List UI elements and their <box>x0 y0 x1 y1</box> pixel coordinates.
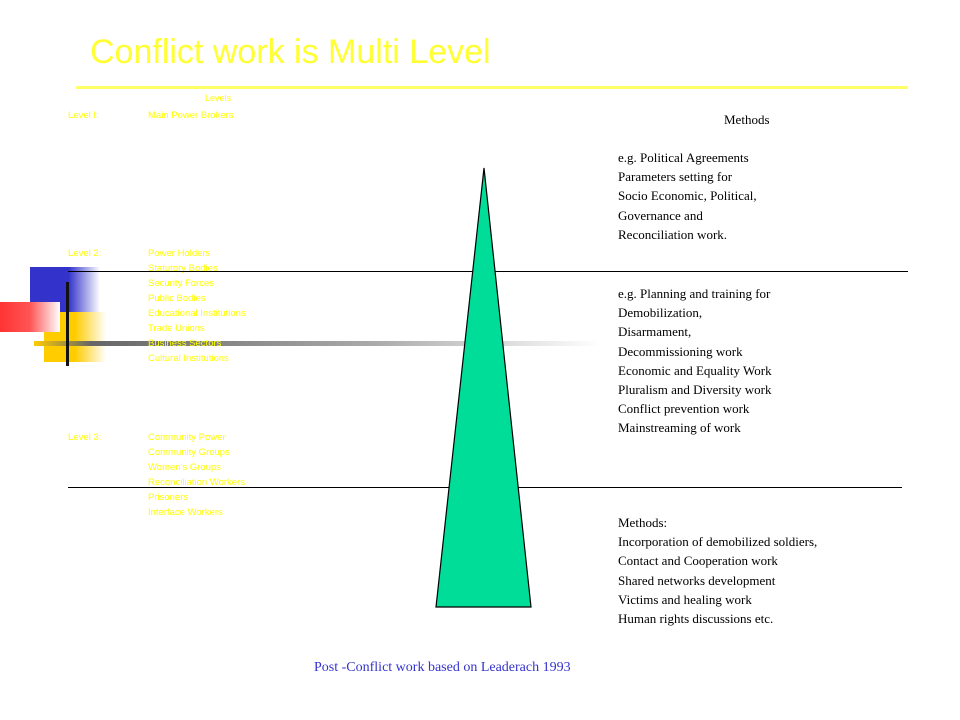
level-item: Business Sectors <box>148 338 222 349</box>
method-item: Human rights discussions etc. <box>618 611 774 627</box>
method-item: Economic and Equality Work <box>618 362 772 378</box>
method-item: e.g. Planning and training for <box>618 286 771 301</box>
level-item: Power Holders <box>148 248 211 259</box>
methods-block-level-2: e.g. Planning and training for Demobiliz… <box>618 284 772 438</box>
level-item: Main Power Brokers <box>148 110 234 121</box>
color-blocks-decoration-icon <box>0 267 600 366</box>
methods-block-level-1: e.g. Political Agreements Parameters set… <box>618 148 757 244</box>
title-underline <box>76 86 908 89</box>
method-item: Pluralism and Diversity work <box>618 382 772 398</box>
method-item: Methods: <box>618 515 668 530</box>
level-item: Public Bodies <box>148 293 206 304</box>
level-item: Trade Unions <box>148 323 205 334</box>
level-item: Statutory Bodies <box>148 263 218 274</box>
method-item: Contact and Cooperation work <box>618 553 778 569</box>
method-item: Parameters setting for <box>618 169 733 185</box>
level-3-items: Community Power Community Groups Women's… <box>148 430 245 520</box>
level-1-items: Main Power Brokers <box>148 108 234 123</box>
level-item: Prisoners <box>148 492 189 503</box>
method-item: Victims and healing work <box>618 591 752 607</box>
level-item: Community Groups <box>148 447 230 458</box>
methods-block-level-3: Methods: Incorporation of demobilized so… <box>618 513 817 628</box>
level-item: Reconciliation Workers <box>148 477 245 488</box>
level-separator-line <box>68 271 908 272</box>
method-item: Demobilization, <box>618 305 703 321</box>
slide-footer: Post -Conflict work based on Leaderach 1… <box>314 660 571 675</box>
method-item: Disarmament, <box>618 324 692 340</box>
method-item: e.g. Political Agreements <box>618 150 749 165</box>
method-item: Decommissioning work <box>618 343 743 359</box>
level-separator-line <box>68 487 902 488</box>
methods-heading: Methods <box>724 112 770 127</box>
levels-heading: Levels <box>205 93 232 103</box>
method-item: Mainstreaming of work <box>618 420 741 436</box>
method-item: Socio Economic, Political, <box>618 188 757 204</box>
level-2-label: Level 2: <box>68 248 102 259</box>
method-item: Governance and <box>618 207 703 223</box>
method-item: Incorporation of demobilized soldiers, <box>618 534 818 550</box>
level-item: Interface Workers <box>148 507 223 518</box>
method-item: Reconciliation work. <box>618 226 728 242</box>
level-item: Women's Groups <box>148 462 221 473</box>
level-item: Community Power <box>148 432 226 443</box>
level-item: Cultural Institutions <box>148 353 229 364</box>
level-item: Educational Institutions <box>148 308 246 319</box>
level-1-label: Level I: <box>68 110 99 121</box>
method-item: Shared networks development <box>618 572 776 588</box>
slide-title: Conflict work is Multi Level <box>90 33 491 71</box>
level-item: Security Forces <box>148 278 214 289</box>
method-item: Conflict prevention work <box>618 401 750 417</box>
level-3-label: Level 3: <box>68 432 102 443</box>
level-2-items: Power Holders Statutory Bodies Security … <box>148 246 246 366</box>
